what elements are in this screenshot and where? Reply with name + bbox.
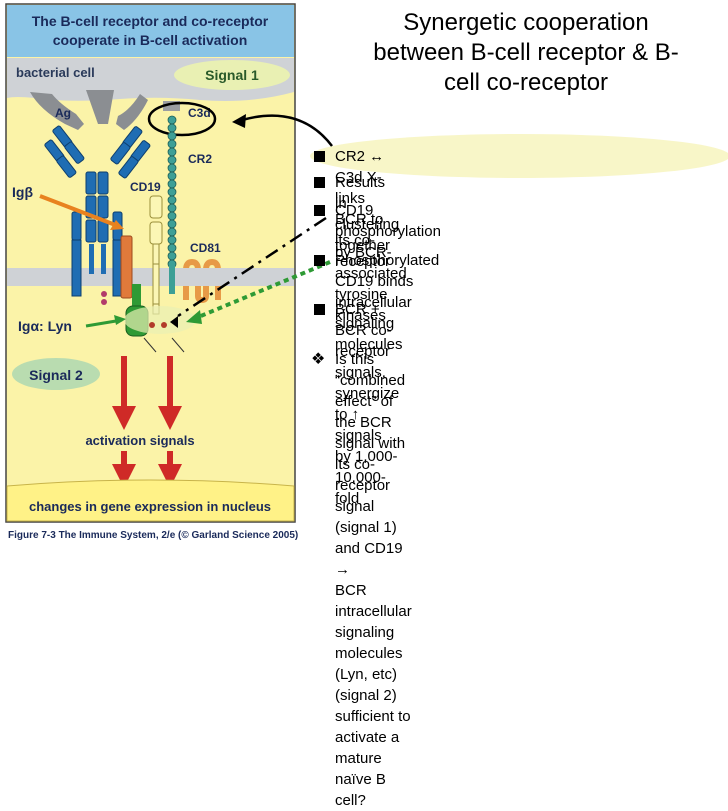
- square-bullet-icon: [314, 255, 325, 266]
- slide-title-line: cell co-receptor: [443, 69, 609, 96]
- cd19-label: CD19: [130, 180, 161, 194]
- iga-lyn-label: Igα: Lyn: [18, 318, 72, 334]
- bullet1-highlight: [310, 134, 728, 178]
- signal1-ellipse: [174, 60, 290, 90]
- signal1-label: Signal 1: [205, 67, 259, 83]
- c3d-block: [163, 101, 180, 111]
- square-bullet-icon: [314, 177, 325, 188]
- bullet-text: CD19 phosphorylation by BCR-associated: [335, 202, 441, 282]
- igb-arrow: [39, 194, 119, 228]
- nucleus-label: changes in gene expression in nucleus: [29, 499, 271, 514]
- square-bullet-icon: [314, 304, 325, 315]
- c3d-ellipse: [147, 101, 217, 137]
- bullet-text: BCR intracellular signaling molecules (L…: [335, 582, 412, 683]
- figure-header-line1: The B-cell receptor and co-receptor: [32, 13, 269, 29]
- bullet-text: BCR + BCR co-receptor signals, synergize…: [335, 301, 400, 423]
- bacterial-cell-label: bacterial cell: [16, 65, 95, 80]
- figure-caption: Figure 7-3 The Immune System, 2/e (© Gar…: [8, 530, 298, 541]
- b-cell-figure: The B-cell receptor and co-receptor coop…: [5, 3, 728, 541]
- bullet-text: Results in clustering together: [335, 174, 400, 254]
- igb-label: Igβ: [12, 184, 33, 200]
- igb-protein: [120, 235, 133, 299]
- figure-header-line2: cooperate in B-cell activation: [53, 32, 248, 48]
- activation-label: activation signals: [85, 433, 194, 448]
- signal2-pointer-line: [195, 260, 331, 320]
- cd81-label: CD81: [190, 241, 221, 255]
- slide-title-line: between B-cell receptor & B-: [373, 39, 679, 66]
- bcr-receptor: [44, 125, 151, 243]
- bullet-text: (signal 2) sufficient to activate a matu…: [335, 687, 411, 788]
- bullet-text: Is this “combined effect” of the BCR sig…: [335, 351, 406, 452]
- diamond-bullet-icon: ❖: [311, 349, 326, 368]
- bullet-text: CR2 ↔ C3d X-links BCR to its co-receptor: [335, 148, 391, 270]
- bullet-text: tyrosine kinases: [335, 286, 388, 324]
- nucleus: [6, 479, 295, 522]
- plasma-membrane: [7, 268, 294, 286]
- c3d-pointer-arrow: [241, 114, 333, 147]
- bullet-text: Phosphorylated CD19 binds intracellular: [335, 252, 440, 311]
- signal2-label: Signal 2: [29, 367, 83, 383]
- slide-title: Synergetic cooperation between B-cell re…: [330, 8, 722, 98]
- antigen-shape: [30, 92, 84, 130]
- bullet-text: cell?: [335, 792, 366, 809]
- bullet-text: its co-receptor signal (signal 1) and CD…: [335, 456, 403, 578]
- figure-header-box: [7, 5, 294, 57]
- slide-title-line: Synergetic cooperation: [403, 9, 649, 36]
- square-bullet-icon: [314, 151, 325, 162]
- ag-label: Ag: [55, 106, 71, 120]
- signal2-ellipse: [12, 358, 100, 390]
- square-bullet-icon: [314, 205, 325, 216]
- cr2-label: CR2: [188, 152, 212, 166]
- cd19-pointer-line: [177, 216, 327, 318]
- bullet-text: signals by 1,000- 10,000-fold: [335, 427, 398, 507]
- cr2-chain: [167, 115, 177, 285]
- c3d-label: C3d: [188, 106, 211, 120]
- signal2-ellipse-small: [124, 306, 196, 334]
- bullet-text: signaling molecules: [335, 315, 403, 353]
